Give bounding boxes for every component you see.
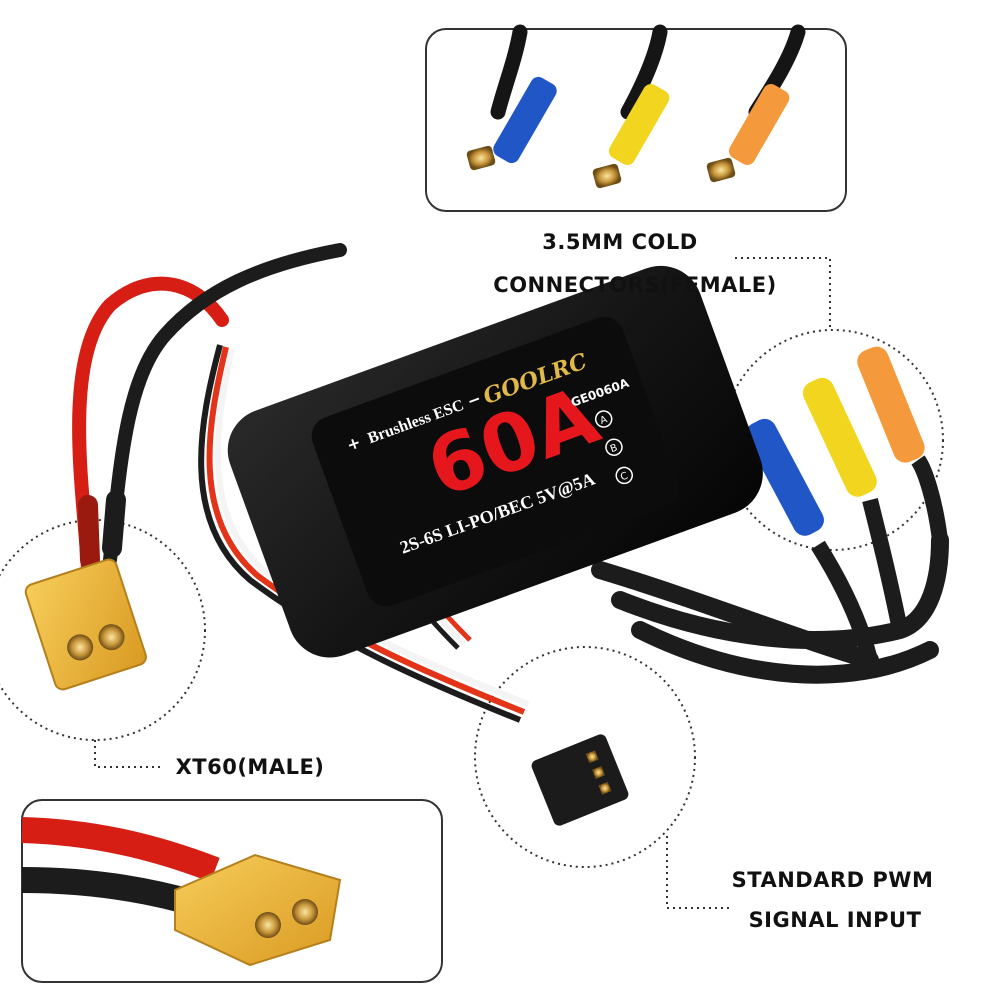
inset-bullet-connectors <box>425 24 847 212</box>
inset-pin-blue <box>466 145 496 171</box>
xt60-connector <box>24 558 147 691</box>
bullet-connector-yellow <box>802 377 877 497</box>
esc-minus-mark: − <box>464 389 483 411</box>
inset-xt60-body <box>174 853 342 967</box>
motor-wire-3 <box>631 621 939 684</box>
inset-wire-blue <box>490 24 528 120</box>
esc-plus-mark: + <box>344 432 363 454</box>
motor-wire-blue-lead <box>811 540 878 662</box>
esc-body <box>227 265 763 658</box>
servo-plug <box>531 734 629 826</box>
servo-wire-red <box>206 346 526 715</box>
bullet-connector-blue <box>745 418 824 536</box>
bullet-connector-orange <box>857 346 925 463</box>
zoom-circle-connectors <box>722 329 944 551</box>
callout-connectors-line1: 3.5MM COLD <box>542 230 698 254</box>
inset-pin-yellow <box>592 163 622 189</box>
motor-wire-1 <box>591 561 879 669</box>
inset-wire-yellow <box>620 24 668 120</box>
leader-connectors <box>735 257 831 328</box>
inset-connector-orange <box>728 84 790 165</box>
esc-mark-b: B <box>609 442 619 455</box>
wire-black-power-sleeve <box>102 490 126 558</box>
zoom-circle-pwm <box>474 646 696 868</box>
inset-xt60-wire-red <box>21 817 220 883</box>
inset-pin-orange <box>706 157 736 183</box>
motor-wire-yellow-lead <box>862 498 908 632</box>
callout-xt60: XT60(MALE) <box>175 755 325 779</box>
xt60-pin-1 <box>67 634 94 661</box>
callout-pwm-line2: SIGNAL INPUT <box>748 908 922 932</box>
esc-mark-a: A <box>599 414 609 427</box>
xt60-pin-2 <box>98 624 125 651</box>
inset-xt60 <box>21 799 443 983</box>
inset-xt60-pin-1 <box>255 912 281 938</box>
wire-red-power-sleeve <box>78 495 100 570</box>
callout-connectors-line2: CONNECTORS(FEMALE) <box>493 273 777 297</box>
inset-xt60-pin-2 <box>292 899 318 925</box>
callout-pwm-line1: STANDARD PWM <box>731 868 934 892</box>
servo-wire-black <box>198 344 522 723</box>
servo-wire-white <box>214 348 530 707</box>
esc-mark-c: C <box>619 471 629 484</box>
inset-connector-yellow <box>608 84 670 165</box>
leader-xt60 <box>94 740 160 768</box>
inset-connector-blue <box>493 76 557 164</box>
leader-pwm <box>666 836 730 909</box>
motor-wire-orange-lead <box>911 455 948 541</box>
wire-black-power <box>103 243 347 567</box>
